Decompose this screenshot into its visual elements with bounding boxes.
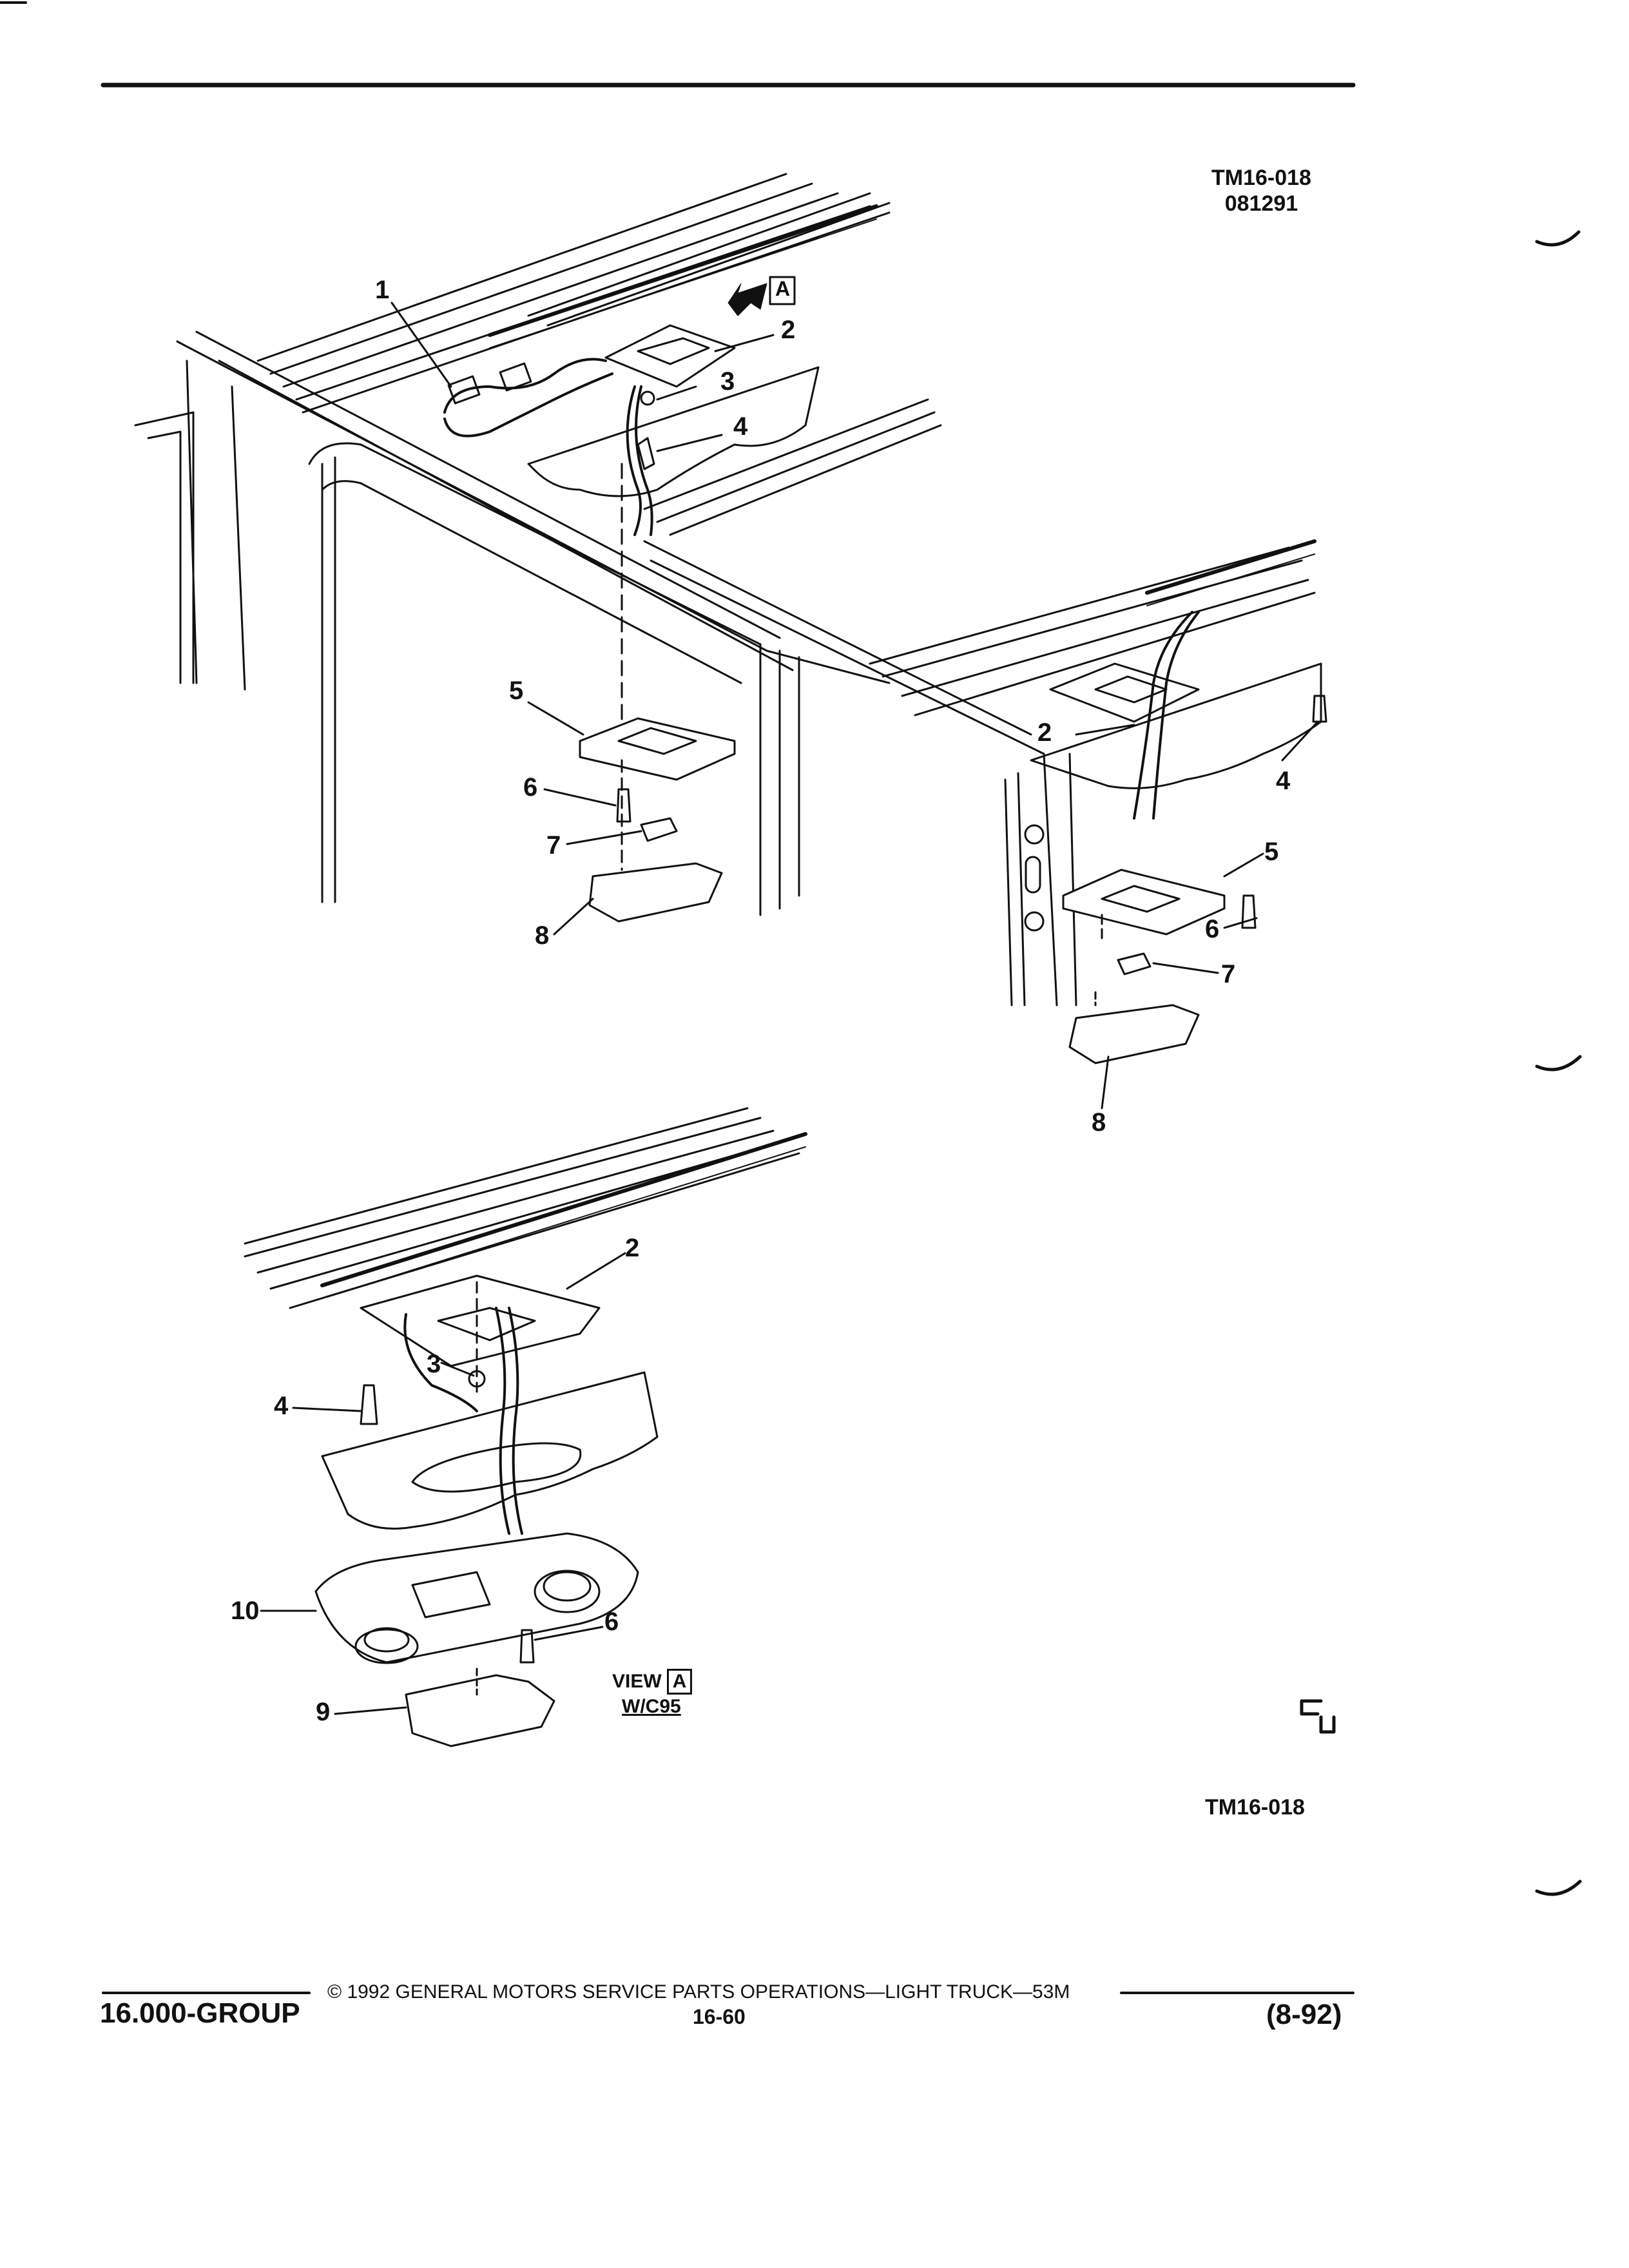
lens-9 <box>405 1674 555 1747</box>
wiring-harness-1 <box>443 358 607 414</box>
binder-mark <box>1535 1055 1582 1072</box>
bulb-7-right <box>1117 952 1152 975</box>
callout-7: 7 <box>546 831 561 860</box>
view-option: W/C95 <box>622 1696 681 1717</box>
screw-4-right <box>1312 695 1327 723</box>
lamp-base-5 <box>579 717 736 781</box>
figure-code: TM16-018 <box>1211 166 1311 190</box>
callout-3-view-a: 3 <box>427 1350 441 1378</box>
callout-2: 2 <box>781 316 796 344</box>
callout-10: 10 <box>231 1597 260 1625</box>
screw-4-view-a <box>360 1384 378 1425</box>
screw-6-view-a <box>519 1629 535 1664</box>
callout-7-right: 7 <box>1221 960 1236 988</box>
callout-1: 1 <box>375 276 390 304</box>
lamp-housing-2 <box>604 324 736 388</box>
footer-copyright: © 1992 GENERAL MOTORS SERVICE PARTS OPER… <box>327 1981 1070 2003</box>
screw-6-right <box>1241 894 1257 929</box>
callout-8: 8 <box>535 921 550 950</box>
callout-6-view-a: 6 <box>604 1608 619 1636</box>
footer-revision: (8-92) <box>1266 1999 1342 2030</box>
view-arrow-box <box>769 276 796 305</box>
bolt-4 <box>637 437 655 470</box>
callout-2-view-a: 2 <box>625 1234 640 1262</box>
callout-5-right: 5 <box>1264 838 1279 866</box>
view-a-assembly <box>244 1107 807 1747</box>
lens-8-right <box>1068 1004 1200 1064</box>
callout-2-right: 2 <box>1037 718 1052 747</box>
binder-mark <box>1535 230 1581 247</box>
lens-8 <box>588 862 723 923</box>
view-label-text: VIEW <box>612 1671 662 1692</box>
binder-mark <box>1535 1879 1582 1896</box>
callout-8-right: 8 <box>1092 1108 1106 1137</box>
view-arrow-letter: A <box>775 277 791 300</box>
view-label-letter: A <box>666 1669 693 1695</box>
callout-5: 5 <box>509 677 524 705</box>
callout-4: 4 <box>733 412 748 441</box>
footer-page-number: 16-60 <box>693 2005 746 2028</box>
figure-code-bottom: TM16-018 <box>1205 1795 1305 1820</box>
callout-3: 3 <box>720 367 735 396</box>
lamp-housing-2-right <box>1049 662 1200 723</box>
screw-6 <box>616 788 631 823</box>
dome-lamp-10 <box>314 1532 639 1664</box>
callout-6: 6 <box>523 773 538 802</box>
lamp-housing-2-view-a <box>360 1274 601 1367</box>
roof-assembly-right <box>869 539 1327 1110</box>
nut-3 <box>640 390 655 406</box>
view-arrow <box>728 283 767 316</box>
figure-date-code: 081291 <box>1224 191 1298 216</box>
callout-4-view-a: 4 <box>274 1392 289 1420</box>
bulb-7 <box>640 817 678 842</box>
figure-code-top: TM16-018 081291 <box>1211 165 1311 216</box>
footer-group: 16.000-GROUP <box>100 1997 300 2029</box>
callout-4-right: 4 <box>1276 767 1291 795</box>
callout-6-right: 6 <box>1205 915 1220 943</box>
lamp-base-5-right <box>1062 869 1226 936</box>
callout-9: 9 <box>316 1698 331 1726</box>
roof-assembly-left <box>134 173 1045 936</box>
gm-logo-icon <box>1300 1699 1336 1734</box>
